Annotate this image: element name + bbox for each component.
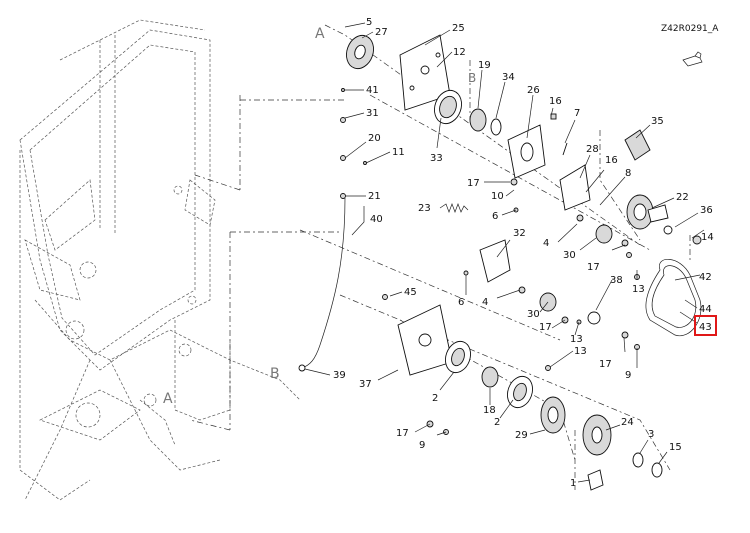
part-42-chain [645, 259, 702, 337]
callout-16-top[interactable]: 16 [549, 96, 562, 107]
callout-29[interactable]: 29 [515, 430, 528, 441]
callout-13-c[interactable]: 13 [574, 346, 587, 357]
part-40-rod [301, 197, 346, 369]
callout-38[interactable]: 38 [610, 275, 623, 286]
callout-25[interactable]: 25 [452, 23, 465, 34]
callout-4-b[interactable]: 4 [482, 297, 488, 308]
callout-2-b[interactable]: 2 [494, 417, 500, 428]
callout-42[interactable]: 42 [699, 272, 712, 283]
part-38-washer [587, 311, 601, 325]
part-34-ring [490, 118, 502, 136]
callout-33[interactable]: 33 [430, 153, 443, 164]
part-28-bracket [559, 164, 591, 211]
callout-36[interactable]: 36 [700, 205, 713, 216]
callout-6-b[interactable]: 6 [458, 297, 464, 308]
part-16-nut [550, 113, 557, 120]
callout-26[interactable]: 26 [527, 85, 540, 96]
view-marker-a-low: A [163, 391, 173, 407]
callout-13-b[interactable]: 13 [570, 334, 583, 345]
view-marker-b-low: B [270, 366, 280, 382]
callout-17-e[interactable]: 17 [396, 428, 409, 439]
callout-18[interactable]: 18 [483, 405, 496, 416]
highlight-box [694, 315, 717, 336]
callout-22[interactable]: 22 [676, 192, 689, 203]
callout-17-a[interactable]: 17 [467, 178, 480, 189]
callout-28[interactable]: 28 [586, 144, 599, 155]
callout-20[interactable]: 20 [368, 133, 381, 144]
callout-6-a[interactable]: 6 [492, 211, 498, 222]
callout-7[interactable]: 7 [574, 108, 580, 119]
hand-pointer-icon [682, 51, 703, 67]
callout-30-a[interactable]: 30 [563, 250, 576, 261]
machine-frame [19, 19, 301, 501]
callout-1[interactable]: 1 [570, 478, 576, 489]
callout-17-b[interactable]: 17 [587, 262, 600, 273]
callout-39[interactable]: 39 [333, 370, 346, 381]
callout-41[interactable]: 41 [366, 85, 379, 96]
callout-19[interactable]: 19 [478, 60, 491, 71]
callout-35[interactable]: 35 [651, 116, 664, 127]
callout-15[interactable]: 15 [669, 442, 682, 453]
callout-8[interactable]: 8 [625, 168, 631, 179]
callout-45[interactable]: 45 [404, 287, 417, 298]
callout-labels: 5 27 25 12 19 34 26 16 7 41 31 20 11 33 … [333, 17, 714, 489]
part-14-nut [692, 235, 702, 245]
callout-13-a[interactable]: 13 [632, 284, 645, 295]
callout-14[interactable]: 14 [701, 232, 714, 243]
part-3-ring [632, 452, 644, 468]
part-7-bolt [562, 142, 568, 156]
callout-10[interactable]: 10 [491, 191, 504, 202]
callout-44[interactable]: 44 [699, 304, 712, 315]
callout-37[interactable]: 37 [359, 379, 372, 390]
callout-2-a[interactable]: 2 [432, 393, 438, 404]
callout-31[interactable]: 31 [366, 108, 379, 119]
callout-21[interactable]: 21 [368, 191, 381, 202]
parts [298, 34, 702, 491]
part-1-bushing [587, 469, 604, 491]
callout-9-a[interactable]: 9 [625, 370, 631, 381]
drawing-id: Z42R0291_A [661, 24, 719, 34]
view-marker-a-top: A [315, 26, 325, 42]
part-39-end [298, 364, 306, 372]
callout-16-mid[interactable]: 16 [605, 155, 618, 166]
callout-34[interactable]: 34 [502, 72, 515, 83]
callout-23[interactable]: 23 [418, 203, 431, 214]
callout-17-d[interactable]: 17 [599, 359, 612, 370]
part-30-roller-a [595, 224, 613, 244]
part-19-bearing [469, 108, 487, 132]
callout-3[interactable]: 3 [648, 429, 654, 440]
callout-30-b[interactable]: 30 [527, 309, 540, 320]
callout-leaders [304, 22, 705, 483]
part-35-sleeve [624, 129, 651, 161]
callout-24[interactable]: 24 [621, 417, 634, 428]
callout-11[interactable]: 11 [392, 147, 405, 158]
callout-27[interactable]: 27 [375, 27, 388, 38]
callout-4-a[interactable]: 4 [543, 238, 549, 249]
callout-9-b[interactable]: 9 [419, 440, 425, 451]
callout-32[interactable]: 32 [513, 228, 526, 239]
part-23-spring [439, 203, 469, 213]
view-marker-b-mid: B [468, 71, 476, 85]
part-36-washer [663, 225, 673, 235]
callout-12[interactable]: 12 [453, 47, 466, 58]
part-32-bracket [479, 239, 511, 283]
callout-17-c[interactable]: 17 [539, 322, 552, 333]
callout-43[interactable]: 43 [699, 322, 712, 333]
callout-5[interactable]: 5 [366, 17, 372, 28]
callout-40[interactable]: 40 [370, 214, 383, 225]
part-15-ring [651, 462, 663, 478]
part-18-bearing [481, 366, 499, 388]
